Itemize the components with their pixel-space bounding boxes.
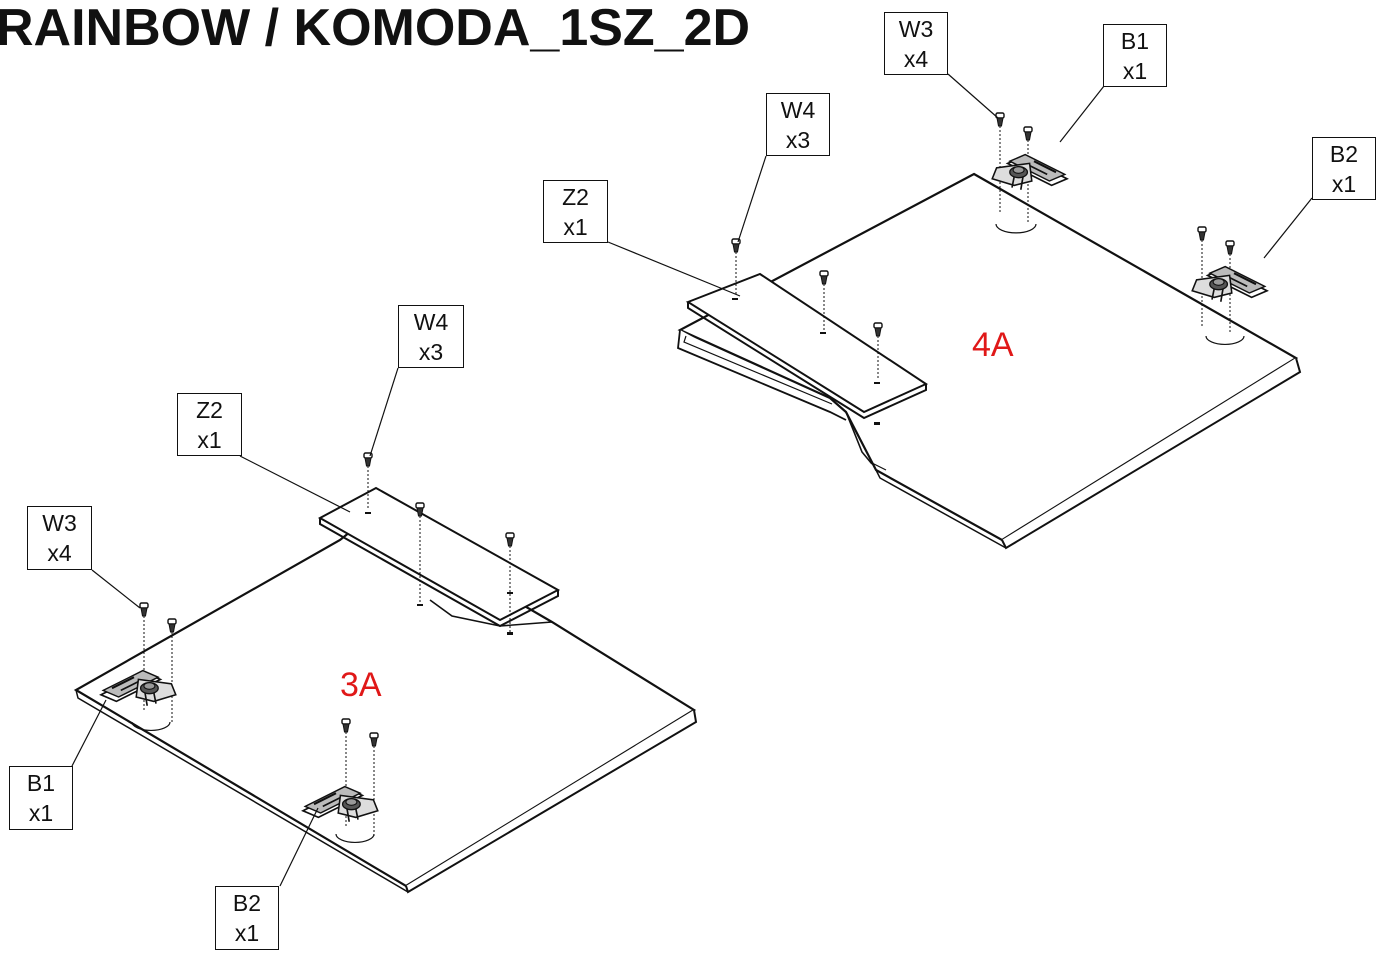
panel-3a — [73, 452, 698, 894]
callout-code: B1 — [1120, 27, 1150, 54]
callout-z2-left: Z2 x1 — [177, 393, 242, 456]
callout-qty: x1 — [28, 800, 54, 826]
callout-qty: x3 — [785, 126, 811, 153]
callout-b2-left: B2 x1 — [215, 886, 279, 950]
callout-z2-right: Z2 x1 — [543, 180, 608, 243]
callout-code: Z2 — [196, 396, 223, 423]
callout-b1-left: B1 x1 — [9, 766, 73, 830]
callout-w4-left: W4 x3 — [398, 305, 464, 368]
callout-code: Z2 — [562, 183, 589, 210]
panel-label-4a: 4A — [972, 326, 1014, 364]
callout-code: B2 — [1329, 140, 1359, 167]
callout-qty: x1 — [1122, 57, 1148, 84]
callout-code: B2 — [232, 890, 262, 916]
callout-code: W3 — [898, 15, 934, 42]
callout-qty: x1 — [197, 426, 222, 453]
callout-qty: x3 — [418, 338, 444, 365]
panel-label-3a: 3A — [340, 666, 382, 704]
callout-code: B1 — [26, 770, 56, 796]
callout-qty: x1 — [563, 213, 588, 240]
callout-code: W3 — [42, 510, 77, 536]
callout-qty: x1 — [1331, 170, 1357, 197]
callout-code: W4 — [780, 96, 816, 123]
leader-lines — [71, 73, 1313, 887]
callout-code: W4 — [413, 308, 449, 335]
callout-w4-right: W4 x3 — [766, 93, 830, 156]
callout-qty: x4 — [47, 540, 72, 566]
callout-qty: x4 — [903, 45, 929, 72]
callout-w3-left: W3 x4 — [27, 506, 92, 570]
panel-4a — [677, 112, 1302, 550]
page-title: RAINBOW / KOMODA_1SZ_2D — [0, 0, 751, 57]
callout-w3-right: W3 x4 — [884, 12, 948, 75]
callout-qty: x1 — [234, 920, 260, 946]
callout-b1-right: B1 x1 — [1103, 24, 1167, 87]
callout-b2-right: B2 x1 — [1312, 137, 1376, 200]
